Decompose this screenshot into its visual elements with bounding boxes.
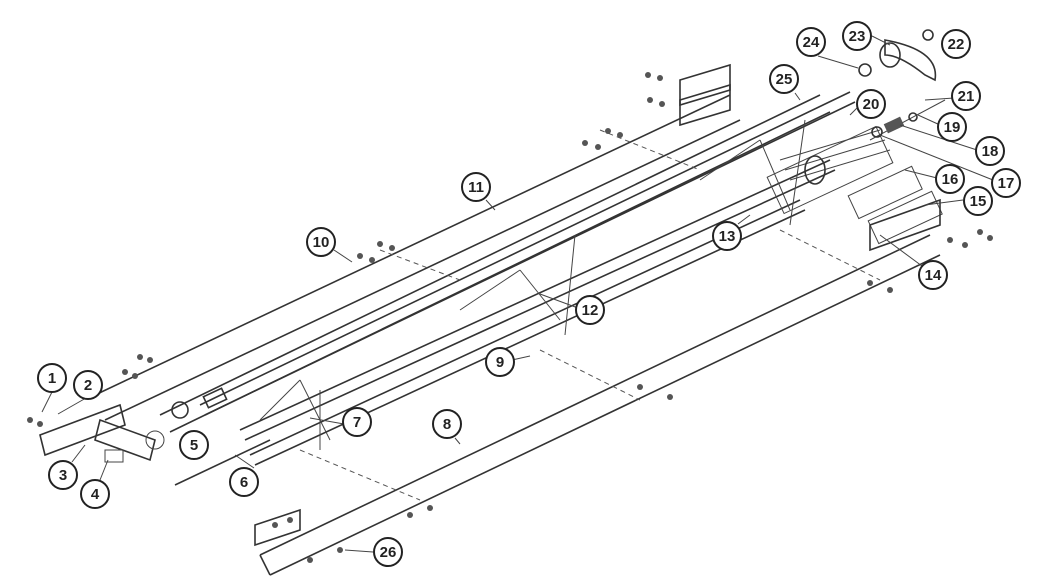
callout-22: 22 [941,29,971,59]
callout-3: 3 [48,460,78,490]
drive-rollers [766,125,943,245]
end-plate [858,29,937,82]
callout-1: 1 [37,363,67,393]
shaft [199,91,856,416]
callout-9: 9 [485,347,515,377]
callout-24: 24 [796,27,826,57]
callout-19: 19 [937,112,967,142]
callout-7: 7 [342,407,372,437]
right-brackets [254,63,941,547]
callout-12: 12 [575,295,605,325]
assembly-lines [299,129,881,501]
callout-17: 17 [991,168,1021,198]
callout-8: 8 [432,409,462,439]
callout-20: 20 [856,89,886,119]
upper-rail [94,94,831,433]
truss-frame [239,119,836,466]
lower-rail [259,234,941,576]
callout-21: 21 [951,81,981,111]
callout-10: 10 [306,227,336,257]
callout-23: 23 [842,21,872,51]
bolts [27,72,993,563]
left-end-bracket [39,387,271,486]
callout-26: 26 [373,537,403,567]
callout-2: 2 [73,370,103,400]
callout-15: 15 [963,186,993,216]
callout-6: 6 [229,467,259,497]
callout-5: 5 [179,430,209,460]
callout-25: 25 [769,64,799,94]
tension-assembly [869,99,946,141]
callout-16: 16 [935,164,965,194]
leader-lines [41,35,994,553]
callout-14: 14 [918,260,948,290]
callout-4: 4 [80,479,110,509]
callout-11: 11 [461,172,491,202]
callout-13: 13 [712,221,742,251]
callout-18: 18 [975,136,1005,166]
